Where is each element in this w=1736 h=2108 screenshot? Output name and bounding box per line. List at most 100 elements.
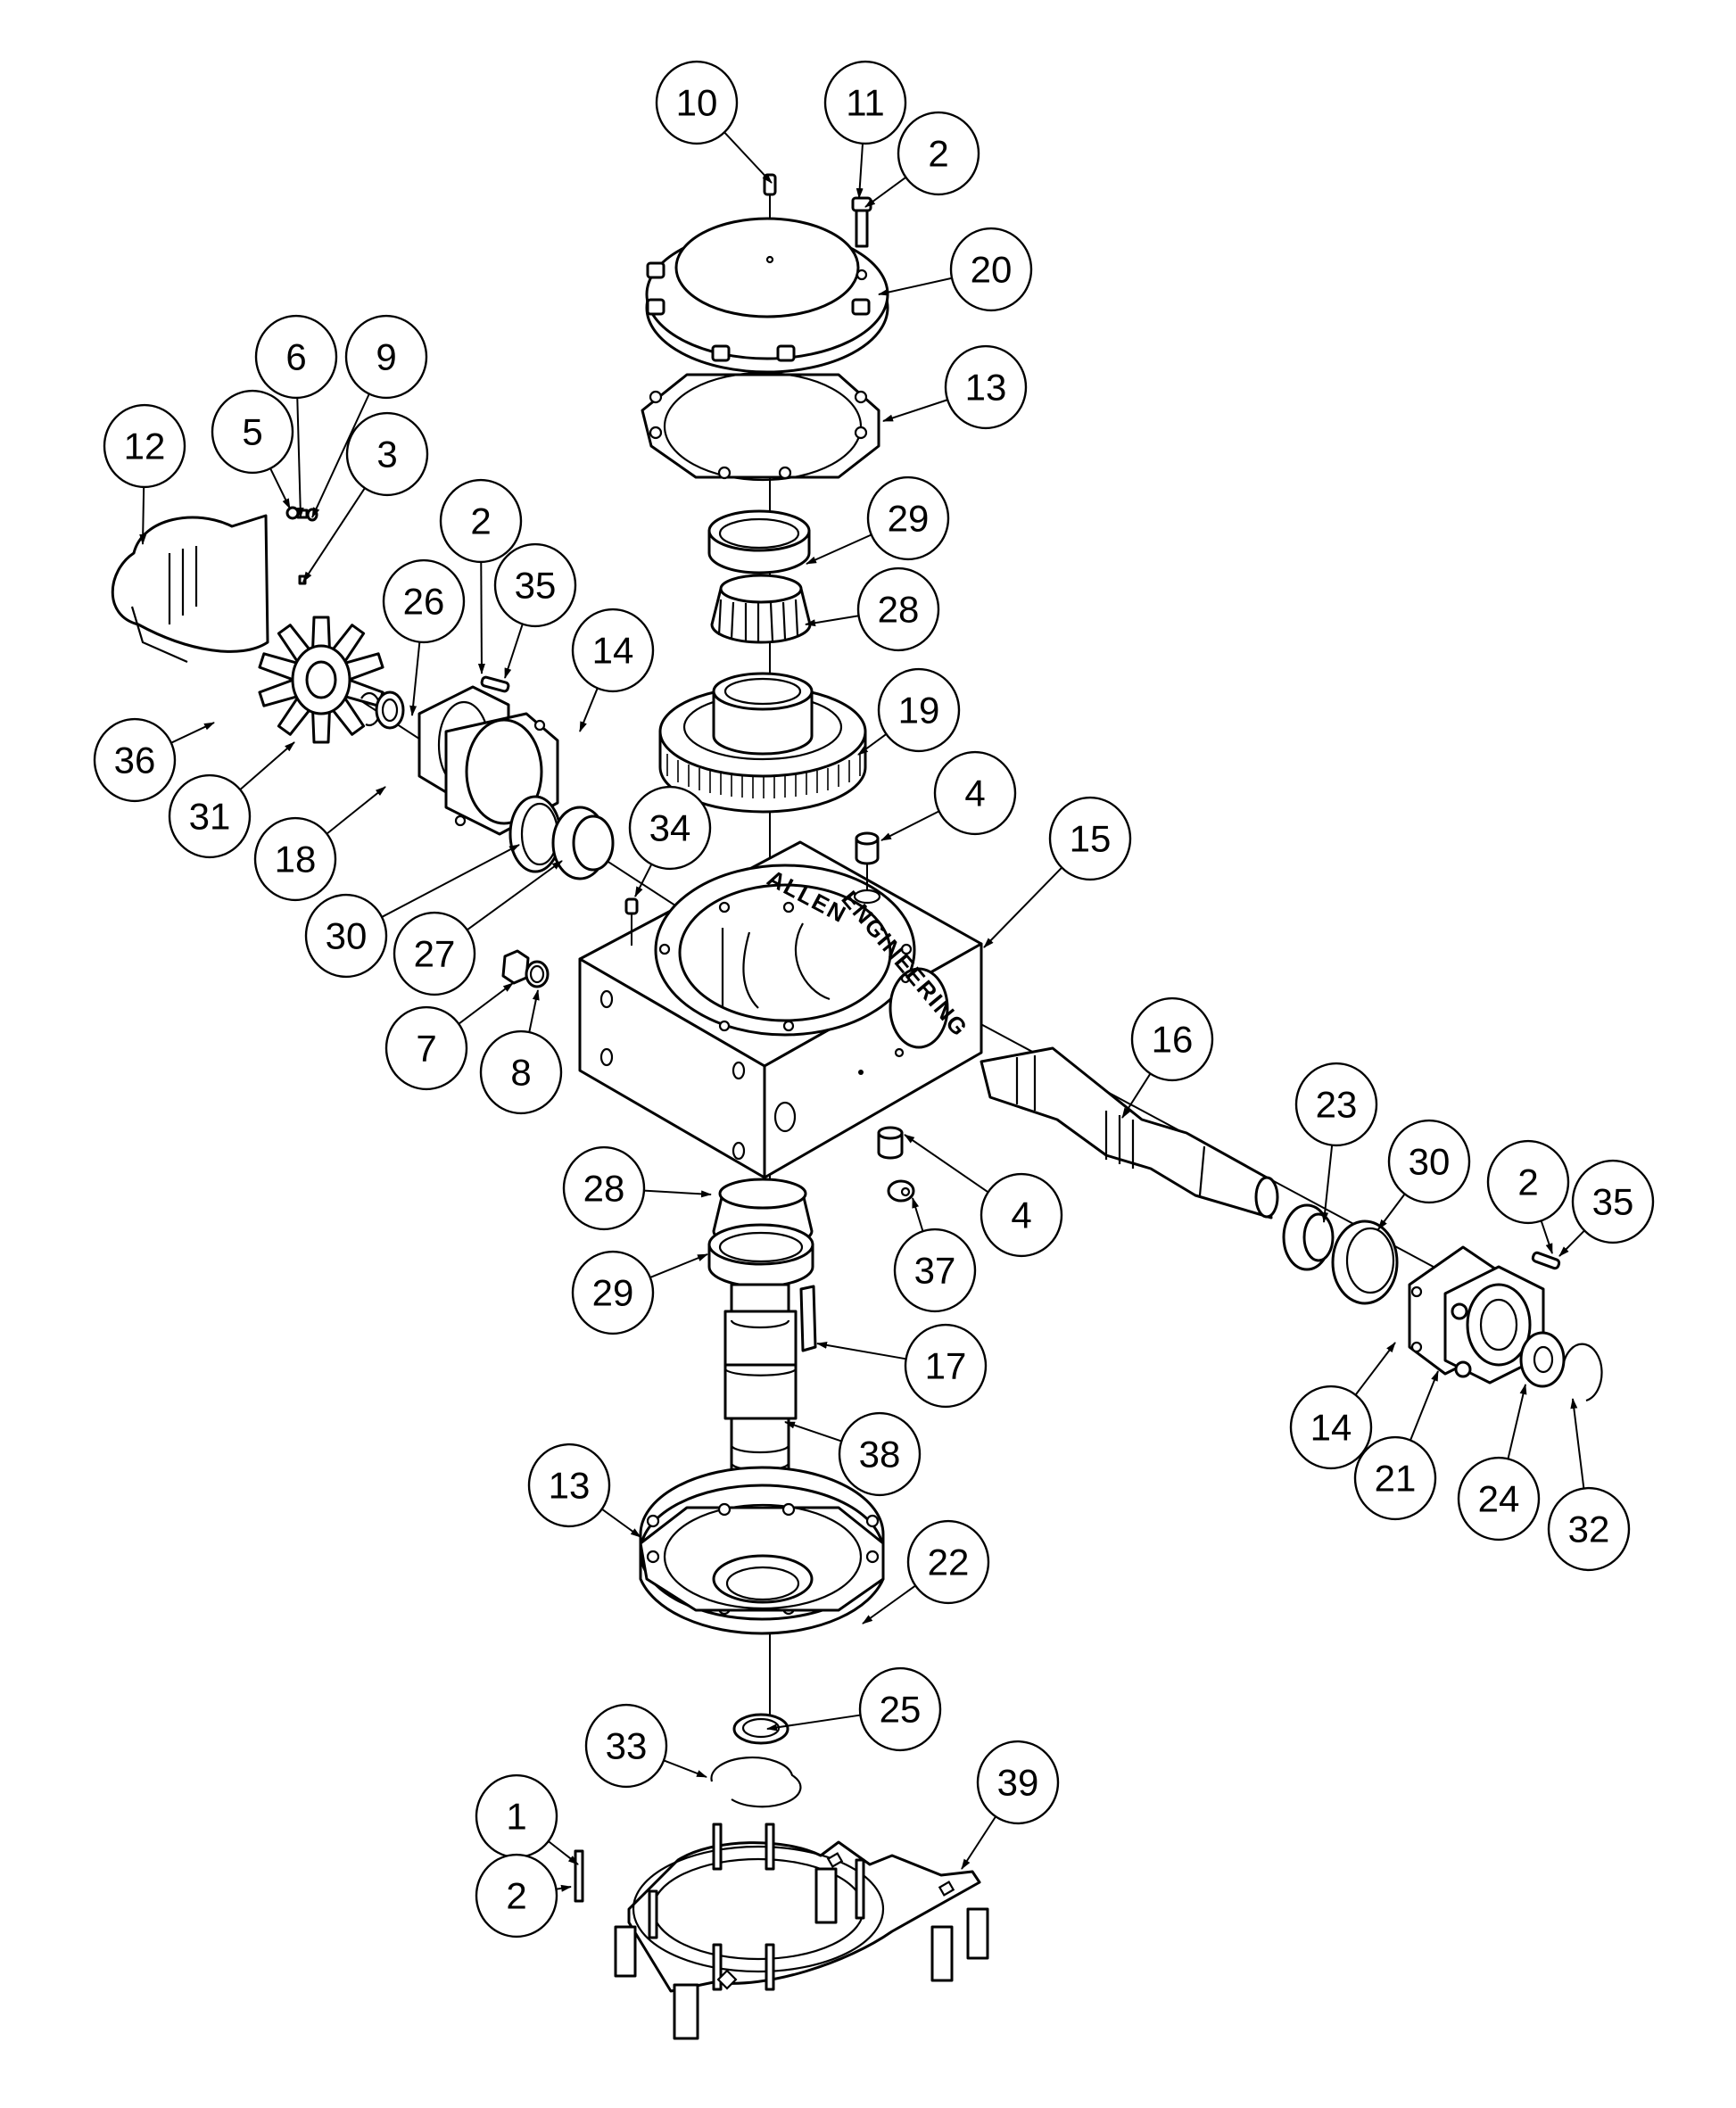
balloon-label: 37 <box>914 1250 956 1292</box>
balloon-circle <box>527 1443 611 1528</box>
part-4-plug-top <box>853 831 881 905</box>
callout-balloon-part-35[interactable]: 35 <box>1571 1159 1655 1244</box>
callout-balloon-part-39[interactable]: 39 <box>976 1740 1060 1825</box>
balloon-label: 35 <box>1592 1181 1634 1223</box>
callout-balloon-part-4[interactable]: 4 <box>933 750 1017 836</box>
leader-arrow-28 <box>805 615 859 627</box>
callout-balloon-part-33[interactable]: 33 <box>584 1703 668 1789</box>
leader-arrow-14 <box>1354 1342 1396 1396</box>
leader-arrow-5 <box>269 467 291 509</box>
callout-balloon-part-7[interactable]: 7 <box>384 1005 468 1091</box>
balloon-label: 17 <box>925 1345 967 1387</box>
balloon-circle <box>906 1519 990 1605</box>
callout-balloon-part-17[interactable]: 17 <box>904 1323 988 1409</box>
balloon-label: 38 <box>859 1434 901 1476</box>
balloon-circle <box>933 750 1017 836</box>
callout-balloon-part-24[interactable]: 24 <box>1457 1456 1541 1542</box>
part-32-snap-ring <box>1561 1343 1603 1402</box>
part-35-bolt-left <box>480 675 510 693</box>
callout-balloon-part-13[interactable]: 13 <box>527 1443 611 1528</box>
callout-balloon-part-16[interactable]: 16 <box>1130 996 1214 1082</box>
callout-balloon-part-13[interactable]: 13 <box>944 344 1028 430</box>
balloon-label: 30 <box>1409 1141 1451 1183</box>
callout-balloon-part-22[interactable]: 22 <box>906 1519 990 1605</box>
leader-arrow-9 <box>311 393 371 518</box>
balloon-circle <box>475 1853 558 1939</box>
leader-arrow-2 <box>556 1884 572 1892</box>
callout-balloon-part-21[interactable]: 21 <box>1353 1435 1437 1521</box>
callout-balloon-part-23[interactable]: 23 <box>1294 1062 1378 1147</box>
callout-balloon-part-3[interactable]: 3 <box>345 411 429 497</box>
callout-balloon-part-29[interactable]: 29 <box>571 1250 655 1335</box>
callout-balloon-part-35[interactable]: 35 <box>493 542 577 628</box>
balloon-circle <box>1571 1159 1655 1244</box>
balloon-label: 11 <box>846 82 885 124</box>
balloon-circle <box>1457 1456 1541 1542</box>
callout-balloon-part-1[interactable]: 1 <box>475 1773 558 1859</box>
balloon-circle <box>382 558 466 644</box>
part-29-bearing-cup-top <box>707 509 811 575</box>
balloon-label: 28 <box>878 589 920 631</box>
callout-balloon-part-18[interactable]: 18 <box>253 816 337 902</box>
callout-balloon-part-28[interactable]: 28 <box>856 566 940 652</box>
callout-balloon-part-8[interactable]: 8 <box>479 1029 563 1115</box>
part-38-output-shaft <box>723 1283 798 1554</box>
callout-balloon-part-2[interactable]: 2 <box>475 1853 558 1939</box>
callout-balloon-part-11[interactable]: 11 <box>823 60 907 145</box>
part-4-plug-bottom <box>877 1126 904 1160</box>
callout-balloon-part-14[interactable]: 14 <box>1289 1385 1373 1470</box>
callout-balloon-part-14[interactable]: 14 <box>571 608 655 693</box>
leader-arrow-32 <box>1570 1398 1585 1490</box>
balloon-label: 2 <box>928 133 948 175</box>
callout-balloon-part-32[interactable]: 32 <box>1547 1486 1631 1572</box>
part-8-washer <box>525 960 550 988</box>
leader-arrow-17 <box>816 1341 906 1360</box>
balloon-circle <box>838 1411 922 1497</box>
callout-balloon-part-4[interactable]: 4 <box>980 1172 1063 1258</box>
callout-balloon-part-20[interactable]: 20 <box>949 227 1033 312</box>
callout-balloon-part-30[interactable]: 30 <box>304 893 388 979</box>
callout-balloon-part-9[interactable]: 9 <box>344 314 428 400</box>
balloon-label: 26 <box>403 581 445 623</box>
balloon-label: 22 <box>928 1542 970 1583</box>
leader-arrow-39 <box>961 1815 997 1870</box>
balloon-label: 9 <box>376 336 396 378</box>
callout-balloon-part-12[interactable]: 12 <box>103 403 186 489</box>
balloon-circle <box>1048 796 1132 881</box>
callout-balloon-part-25[interactable]: 25 <box>858 1666 942 1752</box>
callout-balloon-part-30[interactable]: 30 <box>1387 1119 1471 1204</box>
callout-balloon-part-6[interactable]: 6 <box>254 314 338 400</box>
balloon-label: 29 <box>592 1272 634 1314</box>
callout-balloon-part-34[interactable]: 34 <box>628 785 712 871</box>
callout-balloon-part-2[interactable]: 2 <box>439 478 523 564</box>
callout-balloon-part-2[interactable]: 2 <box>897 111 980 196</box>
callout-balloon-part-36[interactable]: 36 <box>93 717 177 803</box>
callout-balloon-part-38[interactable]: 38 <box>838 1411 922 1497</box>
part-33-snap-ring <box>710 1757 802 1808</box>
balloon-circle <box>384 1005 468 1091</box>
callout-balloon-part-26[interactable]: 26 <box>382 558 466 644</box>
leader-arrow-24 <box>1507 1384 1527 1460</box>
leader-arrow-7 <box>458 982 514 1025</box>
balloon-circle <box>628 785 712 871</box>
balloon-label: 7 <box>416 1028 436 1070</box>
leader-arrow-11 <box>856 142 864 199</box>
callout-balloon-part-19[interactable]: 19 <box>877 667 961 753</box>
callout-balloon-part-15[interactable]: 15 <box>1048 796 1132 881</box>
callout-balloon-part-2[interactable]: 2 <box>1486 1139 1570 1225</box>
leader-arrow-15 <box>983 866 1063 948</box>
balloon-label: 35 <box>515 565 557 607</box>
balloon-circle <box>479 1029 563 1115</box>
callout-balloon-part-27[interactable]: 27 <box>393 911 476 996</box>
callout-balloon-part-31[interactable]: 31 <box>168 773 252 859</box>
callout-balloon-part-10[interactable]: 10 <box>655 60 739 145</box>
callout-balloon-part-29[interactable]: 29 <box>866 475 950 561</box>
callout-balloon-part-5[interactable]: 5 <box>211 389 294 475</box>
leader-arrow-38 <box>784 1421 842 1443</box>
callout-balloon-part-28[interactable]: 28 <box>562 1145 646 1231</box>
callout-balloon-part-37[interactable]: 37 <box>893 1228 977 1313</box>
part-15-gearbox-housing: ALLEN ENGINEERING <box>578 840 983 1179</box>
leader-arrow-12 <box>139 485 147 545</box>
